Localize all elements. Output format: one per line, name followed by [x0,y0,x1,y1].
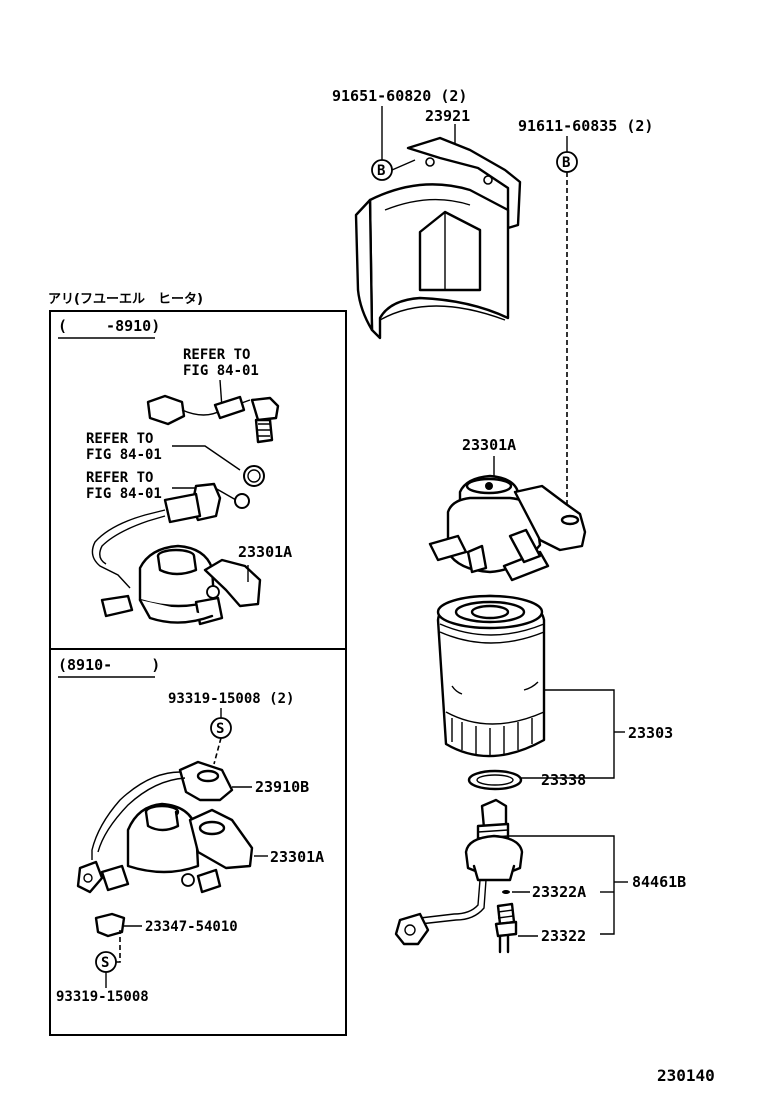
label-filter-23303: 23303 [628,724,673,742]
filter-head-drawing [428,474,587,582]
sensor-assembly-drawing [394,798,524,954]
leader-refer-2 [172,445,241,471]
figure-number: 230140 [657,1066,715,1085]
refer-2-line-2: FIG 84-01 [86,447,162,463]
refer-3-line-2: FIG 84-01 [86,486,162,502]
refer-1-line-1: REFER TO [183,347,250,363]
label-sensor-23322: 23322 [541,927,586,945]
leader-sensor-assy [508,835,615,935]
s-mark-2: S [101,955,109,971]
refer-2-line-1: REFER TO [86,431,153,447]
s-mark-1: S [216,721,224,737]
label-screw-1: 93319-15008 (2) [168,691,294,707]
range-upper: ( -8910) [58,317,160,335]
heater-assembly-lower-drawing [76,760,254,938]
b-mark-2: B [562,155,570,171]
label-lower-23301a: 23301A [270,848,324,866]
dashed-screw-1 [213,737,222,765]
label-upper-23301a: 23301A [238,543,292,561]
b-mark-1: B [377,163,385,179]
label-screw-2: 93319-15008 [56,989,149,1005]
label-filter-head-23301a: 23301A [462,436,516,454]
label-clip-23347: 23347-54010 [145,919,238,935]
label-sensor-assy-84461b: 84461B [632,873,686,891]
fuel-filter-drawing [436,594,546,758]
label-bolt-91651: 91651-60820 (2) [332,87,467,105]
leader-filter-23303 [520,689,615,779]
label-bolt-91611: 91611-60835 (2) [518,117,653,135]
label-oring-23338: 23338 [541,771,586,789]
label-sensor-23910b: 23910B [255,778,309,796]
label-bracket-23921: 23921 [425,107,470,125]
leader-b1 [391,159,416,171]
o-ring-drawing [467,769,523,791]
label-gasket-23322a: 23322A [532,883,586,901]
refer-3-line-1: REFER TO [86,470,153,486]
bracket-23921-drawing [354,136,522,340]
o-ring-inner [476,774,514,786]
refer-1-line-2: FIG 84-01 [183,363,259,379]
dashed-screw-2 [116,930,121,963]
frame-lower [49,648,347,1036]
heater-heading: アリ(フユーエル ヒータ) [48,292,203,307]
range-lower: (8910- ) [58,656,160,674]
heater-assembly-upper-drawing [91,394,280,626]
